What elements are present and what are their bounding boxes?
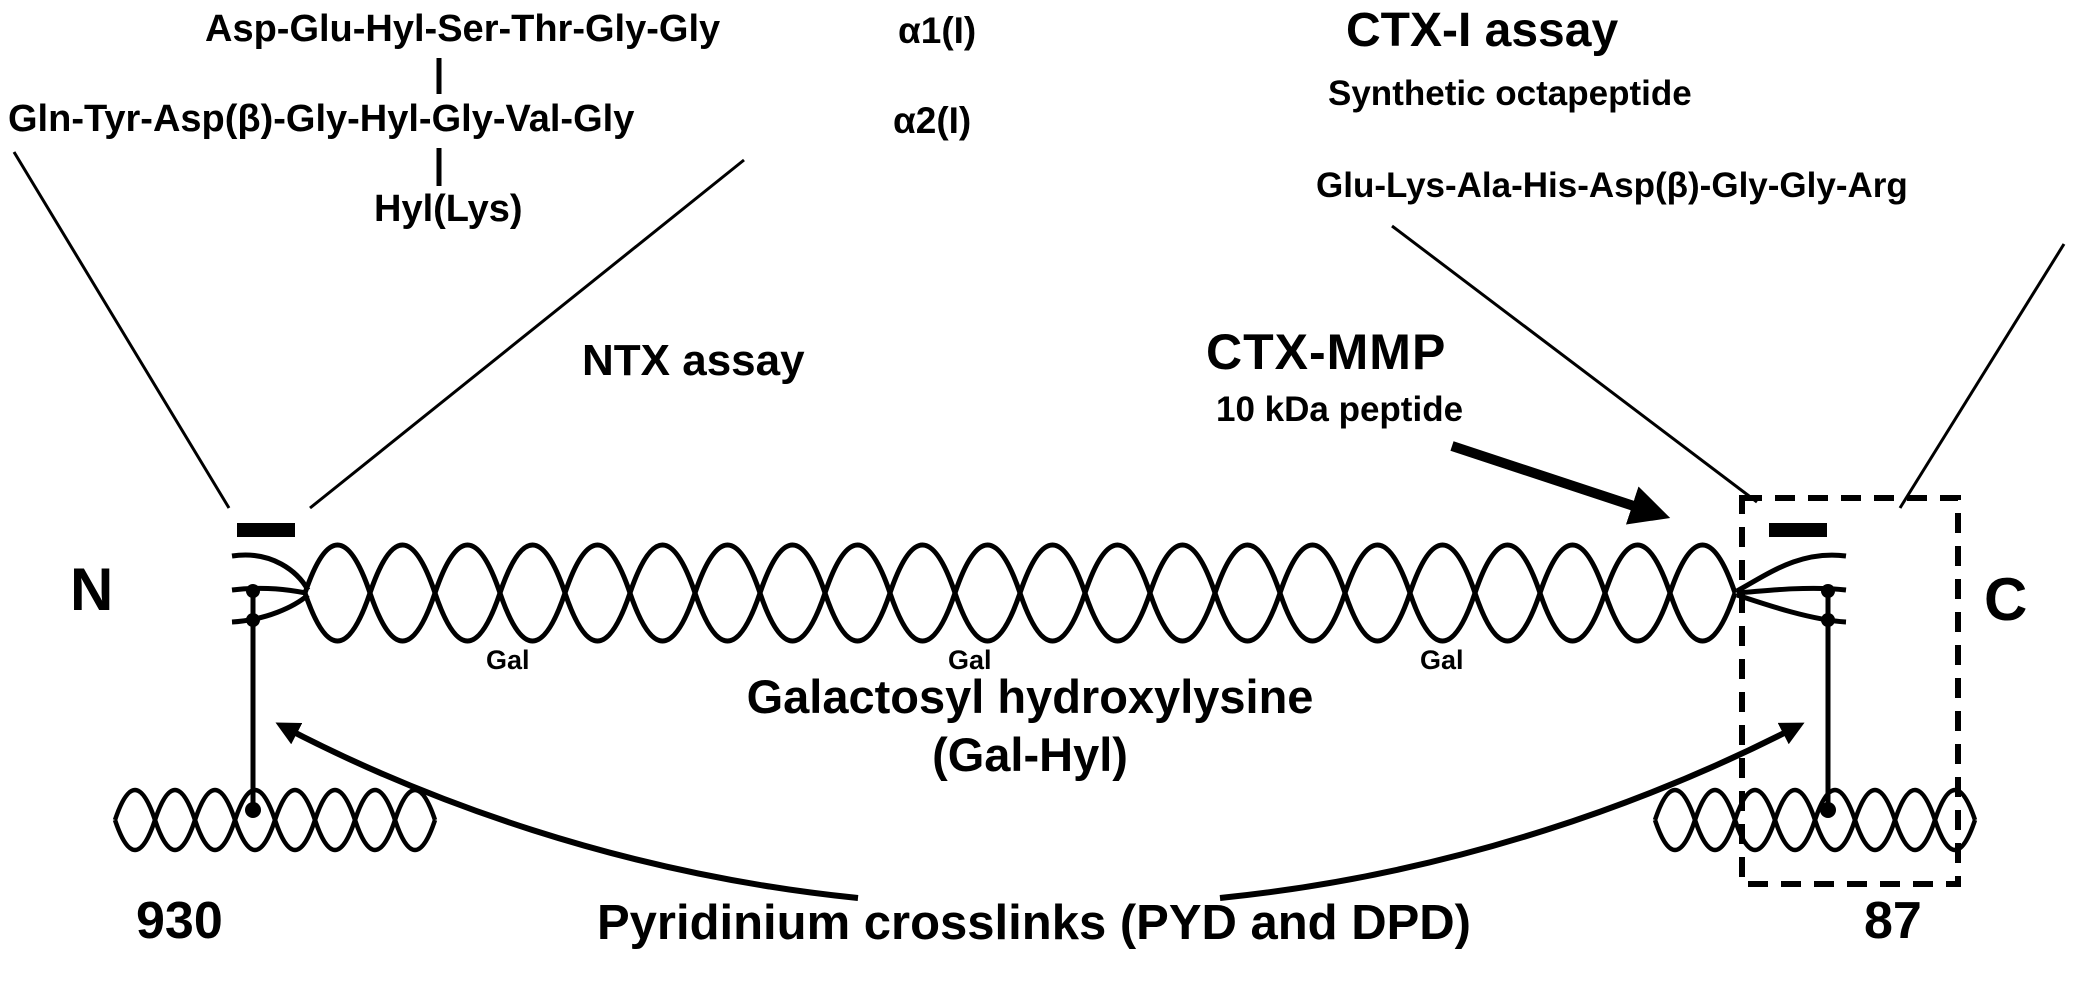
ctx-mmp-arrow	[1450, 441, 1671, 525]
ctx-mmp-label: CTX-MMP	[1206, 324, 1447, 380]
residue-number-87: 87	[1864, 892, 1922, 950]
alpha1-chain-label: α1(I)	[898, 10, 977, 51]
ctx-subtitle: Synthetic octapeptide	[1328, 74, 1692, 113]
ctx-assay-title: CTX-I assay	[1346, 4, 1619, 57]
pyridinium-arrow-left	[275, 722, 859, 901]
alpha2-chain-label: α2(I)	[893, 100, 972, 141]
n-telopeptide-strand-2	[231, 585, 307, 596]
alpha1-sequence: Asp-Glu-Hyl-Ser-Thr-Gly-Gly	[205, 8, 721, 50]
ctx-sequence: Glu-Lys-Ala-His-Asp(β)-Gly-Gly-Arg	[1316, 166, 1908, 205]
ctx-mmp-fragment-box	[1739, 495, 1961, 887]
hyl-lys-residue-label: Hyl(Lys)	[374, 188, 523, 230]
c-telopeptide-bar	[1769, 523, 1827, 537]
n-telopeptide-bar	[237, 523, 295, 537]
ntx-assay-label: NTX assay	[582, 336, 805, 385]
ntx-connector-line-right	[309, 158, 745, 510]
main-helix-strand-b	[302, 542, 1738, 644]
c-crosslink-dot-2	[1821, 613, 1835, 627]
gal-site-label-3: Gal	[1420, 645, 1464, 675]
gal-site-label-1: Gal	[486, 645, 530, 675]
alpha2-sequence: Gln-Tyr-Asp(β)-Gly-Hyl-Gly-Val-Gly	[8, 98, 635, 140]
residue-number-930: 930	[136, 892, 223, 950]
n-telopeptide-strand-1	[231, 552, 311, 592]
c-terminus-label: C	[1984, 566, 2028, 633]
gal-hyl-annotation-line1: Galactosyl hydroxylysine	[746, 670, 1314, 723]
c-telopeptide-strand-1	[1735, 552, 1847, 594]
pyridinium-crosslinks-label: Pyridinium crosslinks (PYD and DPD)	[596, 896, 1472, 950]
ntx-connector-line-left	[12, 151, 231, 509]
gal-hyl-annotation-line2: (Gal-Hyl)	[932, 728, 1128, 781]
pyridinium-arrow-right	[1219, 722, 1805, 901]
n-terminus-label: N	[70, 556, 114, 623]
gal-site-label-2: Gal	[948, 645, 992, 675]
c-crosslink-dot-1	[1821, 584, 1835, 598]
adjacent-helix-right	[1655, 790, 1975, 850]
c-crosslink-dot-3	[1820, 802, 1836, 818]
n-crosslink-dot-2	[246, 613, 260, 627]
ctx-mmp-peptide-size: 10 kDa peptide	[1216, 390, 1464, 429]
adjacent-helix-left	[115, 790, 435, 850]
n-telopeptide-strand-3	[231, 593, 310, 625]
ctx-connector-line-left	[1391, 224, 1758, 504]
n-crosslink-dot-3	[245, 802, 261, 818]
c-telopeptide-strand-2	[1736, 585, 1847, 596]
ctx-connector-line-right	[1898, 243, 2066, 509]
n-crosslink-dot-1	[246, 584, 260, 598]
